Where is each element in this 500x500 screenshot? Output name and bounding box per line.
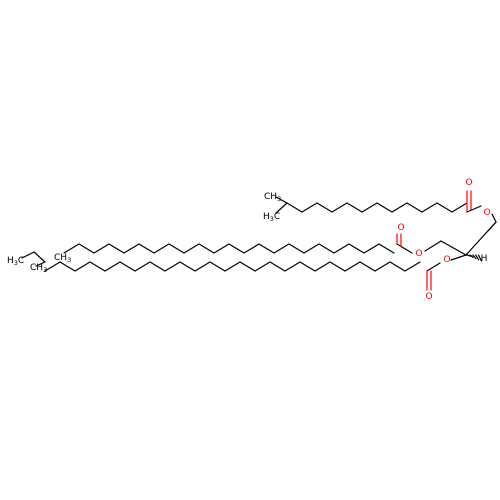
middle-chain-bond bbox=[303, 243, 320, 254]
methyl-label-d: H3C bbox=[7, 256, 24, 267]
glycerol-bond bbox=[465, 221, 497, 256]
top-ester-bond bbox=[491, 213, 497, 223]
ester-oxygen-top: O bbox=[483, 208, 490, 218]
lower-chain-bond bbox=[179, 261, 196, 272]
methyl-label-b: H3C bbox=[263, 212, 280, 223]
lower-chain-bond bbox=[134, 261, 151, 272]
stereo-hash-bond bbox=[472, 254, 477, 260]
stereo-hydrogen: H bbox=[481, 254, 488, 264]
lower-chain-bond bbox=[389, 261, 406, 272]
top-ester-bond bbox=[466, 205, 482, 213]
stereo-hash-bond bbox=[466, 254, 471, 257]
lower-chain-bond bbox=[344, 261, 361, 272]
top-chain-bond bbox=[316, 202, 333, 213]
top-chain-bond bbox=[421, 202, 438, 213]
lower-chain-bond bbox=[269, 261, 286, 272]
lower-chain-bond bbox=[209, 261, 226, 272]
middle-ester-bond bbox=[396, 243, 413, 254]
top-chain-bond bbox=[286, 202, 303, 213]
methyl-label-a: CH3 bbox=[264, 192, 281, 203]
stereo-hash-bond bbox=[469, 254, 474, 258]
top-chain-bond bbox=[391, 202, 408, 213]
lower-chain-bond bbox=[194, 261, 211, 272]
top-branch-bond bbox=[275, 196, 288, 204]
methyl-label-c: CH3 bbox=[54, 253, 71, 264]
middle-chain-bond bbox=[123, 243, 140, 254]
middle-chain-bond bbox=[168, 243, 185, 254]
top-chain-bond bbox=[301, 202, 318, 213]
middle-chain-bond bbox=[318, 243, 335, 254]
lower-chain-bond bbox=[254, 261, 271, 272]
lower-chain-bond bbox=[224, 261, 241, 272]
lower-chain-bond bbox=[149, 261, 166, 272]
lower-chain-bond bbox=[104, 261, 121, 272]
glycerol-bond bbox=[440, 240, 467, 256]
middle-chain-bond bbox=[363, 243, 380, 254]
carbonyl-oxygen-low: O bbox=[425, 292, 432, 302]
lower-chain-bond bbox=[44, 261, 61, 272]
middle-chain-bond bbox=[288, 243, 305, 254]
lower-chain-bond bbox=[119, 261, 136, 272]
middle-chain-bond bbox=[243, 243, 260, 254]
bond-lines bbox=[21, 190, 497, 291]
lower-chain-bond bbox=[89, 261, 106, 272]
top-chain-bond bbox=[406, 202, 423, 213]
lower-chain-bond bbox=[374, 261, 391, 272]
lower-branch-bond bbox=[35, 261, 46, 267]
top-chain-bond bbox=[346, 202, 363, 213]
lower-chain-bond bbox=[284, 261, 301, 272]
ester-oxygen-mid: O bbox=[415, 249, 422, 259]
lower-chain-bond bbox=[299, 261, 316, 272]
stereo-hash-bond bbox=[477, 254, 483, 262]
lower-chain-bond bbox=[314, 261, 331, 272]
top-chain-bond bbox=[331, 202, 348, 213]
middle-chain-bond bbox=[198, 243, 215, 254]
top-chain-bond bbox=[376, 202, 393, 213]
middle-chain-bond bbox=[258, 243, 275, 254]
lower-chain-bond bbox=[239, 261, 256, 272]
lower-chain-bond bbox=[404, 261, 421, 272]
middle-chain-bond bbox=[108, 243, 125, 254]
middle-chain-bond bbox=[183, 243, 200, 254]
middle-chain-bond bbox=[63, 243, 80, 254]
top-chain-bond bbox=[436, 202, 453, 213]
carbonyl-oxygen-mid: O bbox=[397, 223, 404, 233]
middle-chain-bond bbox=[93, 243, 110, 254]
top-chain-bond bbox=[361, 202, 378, 213]
lower-chain-bond bbox=[74, 261, 91, 272]
middle-chain-bond bbox=[348, 243, 365, 254]
ester-oxygen-low: O bbox=[443, 255, 450, 265]
carbonyl-oxygen-top: O bbox=[465, 178, 472, 188]
middle-chain-bond bbox=[228, 243, 245, 254]
stereo-hash-bond bbox=[475, 254, 480, 261]
lower-chain-bond bbox=[164, 261, 181, 272]
lower-branch-bond bbox=[33, 251, 46, 263]
atom-labels: O O O O O O H CH3 H3C CH3 H3C CH3 bbox=[7, 178, 491, 302]
middle-chain-bond bbox=[378, 243, 395, 254]
glycerol-bond bbox=[424, 240, 442, 252]
middle-chain-bond bbox=[153, 243, 170, 254]
lower-branch-bond bbox=[21, 251, 35, 259]
lower-chain-bond bbox=[329, 261, 346, 272]
glycerol-bond bbox=[450, 254, 467, 261]
top-chain-bond bbox=[451, 202, 468, 213]
lower-ester-bond bbox=[426, 262, 441, 272]
middle-chain-bond bbox=[273, 243, 290, 254]
lower-chain-bond bbox=[59, 261, 76, 272]
methyl-label-e: CH3 bbox=[30, 263, 47, 274]
middle-chain-bond bbox=[138, 243, 155, 254]
lower-chain-bond bbox=[359, 261, 376, 272]
middle-chain-bond bbox=[78, 243, 95, 254]
top-branch-bond bbox=[275, 202, 288, 214]
middle-chain-bond bbox=[333, 243, 350, 254]
middle-chain-bond bbox=[213, 243, 230, 254]
